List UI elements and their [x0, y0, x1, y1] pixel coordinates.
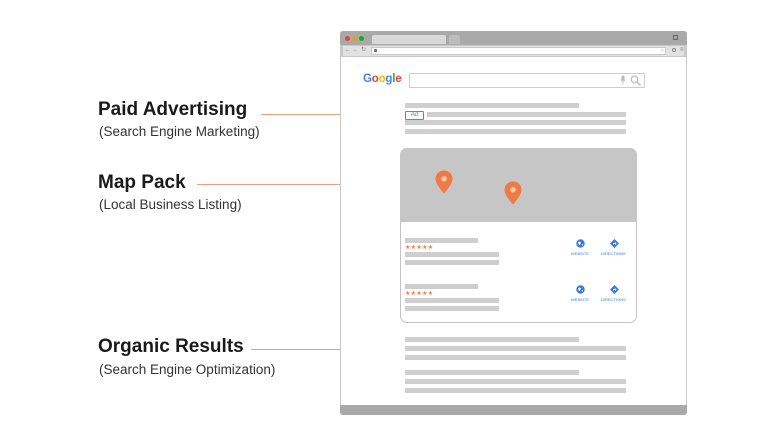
directions-icon[interactable]: [610, 239, 619, 248]
logo-letter: g: [385, 73, 393, 85]
ad-url-placeholder: [427, 112, 626, 117]
back-arrow-icon[interactable]: ←: [345, 47, 351, 53]
directions-label[interactable]: DIRECTIONS: [601, 251, 626, 256]
annotation-subtitle-map: (Local Business Listing): [99, 197, 242, 212]
directions-icon[interactable]: [610, 285, 619, 294]
ad-text-placeholder: [405, 120, 626, 125]
search-input[interactable]: [409, 73, 645, 88]
ad-title-placeholder: [405, 103, 579, 108]
map-pin-icon[interactable]: [435, 170, 453, 194]
organic-text-placeholder: [405, 346, 626, 351]
leader-line-paid: [261, 114, 397, 115]
search-icon[interactable]: [630, 75, 642, 86]
new-tab-button[interactable]: [449, 35, 460, 44]
leader-line-map: [197, 184, 398, 185]
menu-icon[interactable]: ≡: [680, 47, 684, 53]
close-window-icon[interactable]: [345, 36, 350, 41]
logo-letter: o: [378, 73, 386, 85]
listing-text-placeholder: [405, 306, 499, 311]
logo-letter: o: [371, 73, 379, 85]
listing-title-placeholder: [405, 284, 478, 289]
listing-text-placeholder: [405, 252, 499, 257]
forward-arrow-icon[interactable]: →: [352, 47, 358, 53]
rating-stars: ★★★★★: [405, 291, 434, 297]
directions-label[interactable]: DIRECTIONS: [601, 297, 626, 302]
page-info-icon: [374, 49, 377, 52]
maximize-window-icon[interactable]: [359, 36, 364, 41]
address-bar[interactable]: [371, 47, 666, 55]
organic-title-placeholder: [405, 370, 579, 375]
leader-line-organic: [251, 349, 398, 350]
organic-text-placeholder: [405, 379, 626, 384]
listing-title-placeholder: [405, 238, 478, 243]
bookmark-star-icon[interactable]: ☆: [660, 48, 665, 54]
logo-letter: G: [363, 73, 372, 85]
browser-tab[interactable]: [372, 35, 446, 44]
google-logo[interactable]: Google: [363, 73, 402, 85]
logo-letter: e: [395, 73, 402, 85]
annotation-subtitle-organic: (Search Engine Optimization): [99, 362, 276, 377]
website-label[interactable]: WEBSITE: [571, 251, 590, 256]
map-pin-icon[interactable]: [504, 181, 522, 205]
listing-text-placeholder: [405, 260, 499, 265]
annotation-title-paid: Paid Advertising: [98, 99, 248, 120]
ad-badge: Ad: [405, 111, 424, 120]
ad-text-placeholder: [405, 129, 626, 134]
listing-text-placeholder: [405, 298, 499, 303]
website-label[interactable]: WEBSITE: [571, 297, 590, 302]
annotation-title-map: Map Pack: [98, 172, 186, 193]
minimize-window-icon[interactable]: [352, 36, 357, 41]
organic-title-placeholder: [405, 337, 579, 342]
annotation-title-organic: Organic Results: [98, 336, 244, 357]
reload-icon[interactable]: ↻: [361, 47, 367, 53]
organic-text-placeholder: [405, 355, 626, 360]
browser-bottom-bar: [340, 405, 687, 415]
website-globe-icon[interactable]: [576, 285, 585, 294]
logo-letter: l: [392, 73, 396, 85]
extension-icon[interactable]: [672, 48, 676, 52]
annotation-subtitle-paid: (Search Engine Marketing): [99, 124, 260, 139]
rating-stars: ★★★★★: [405, 245, 434, 251]
microphone-icon[interactable]: [620, 75, 626, 85]
user-icon[interactable]: [673, 35, 678, 40]
organic-text-placeholder: [405, 388, 626, 393]
website-globe-icon[interactable]: [576, 239, 585, 248]
